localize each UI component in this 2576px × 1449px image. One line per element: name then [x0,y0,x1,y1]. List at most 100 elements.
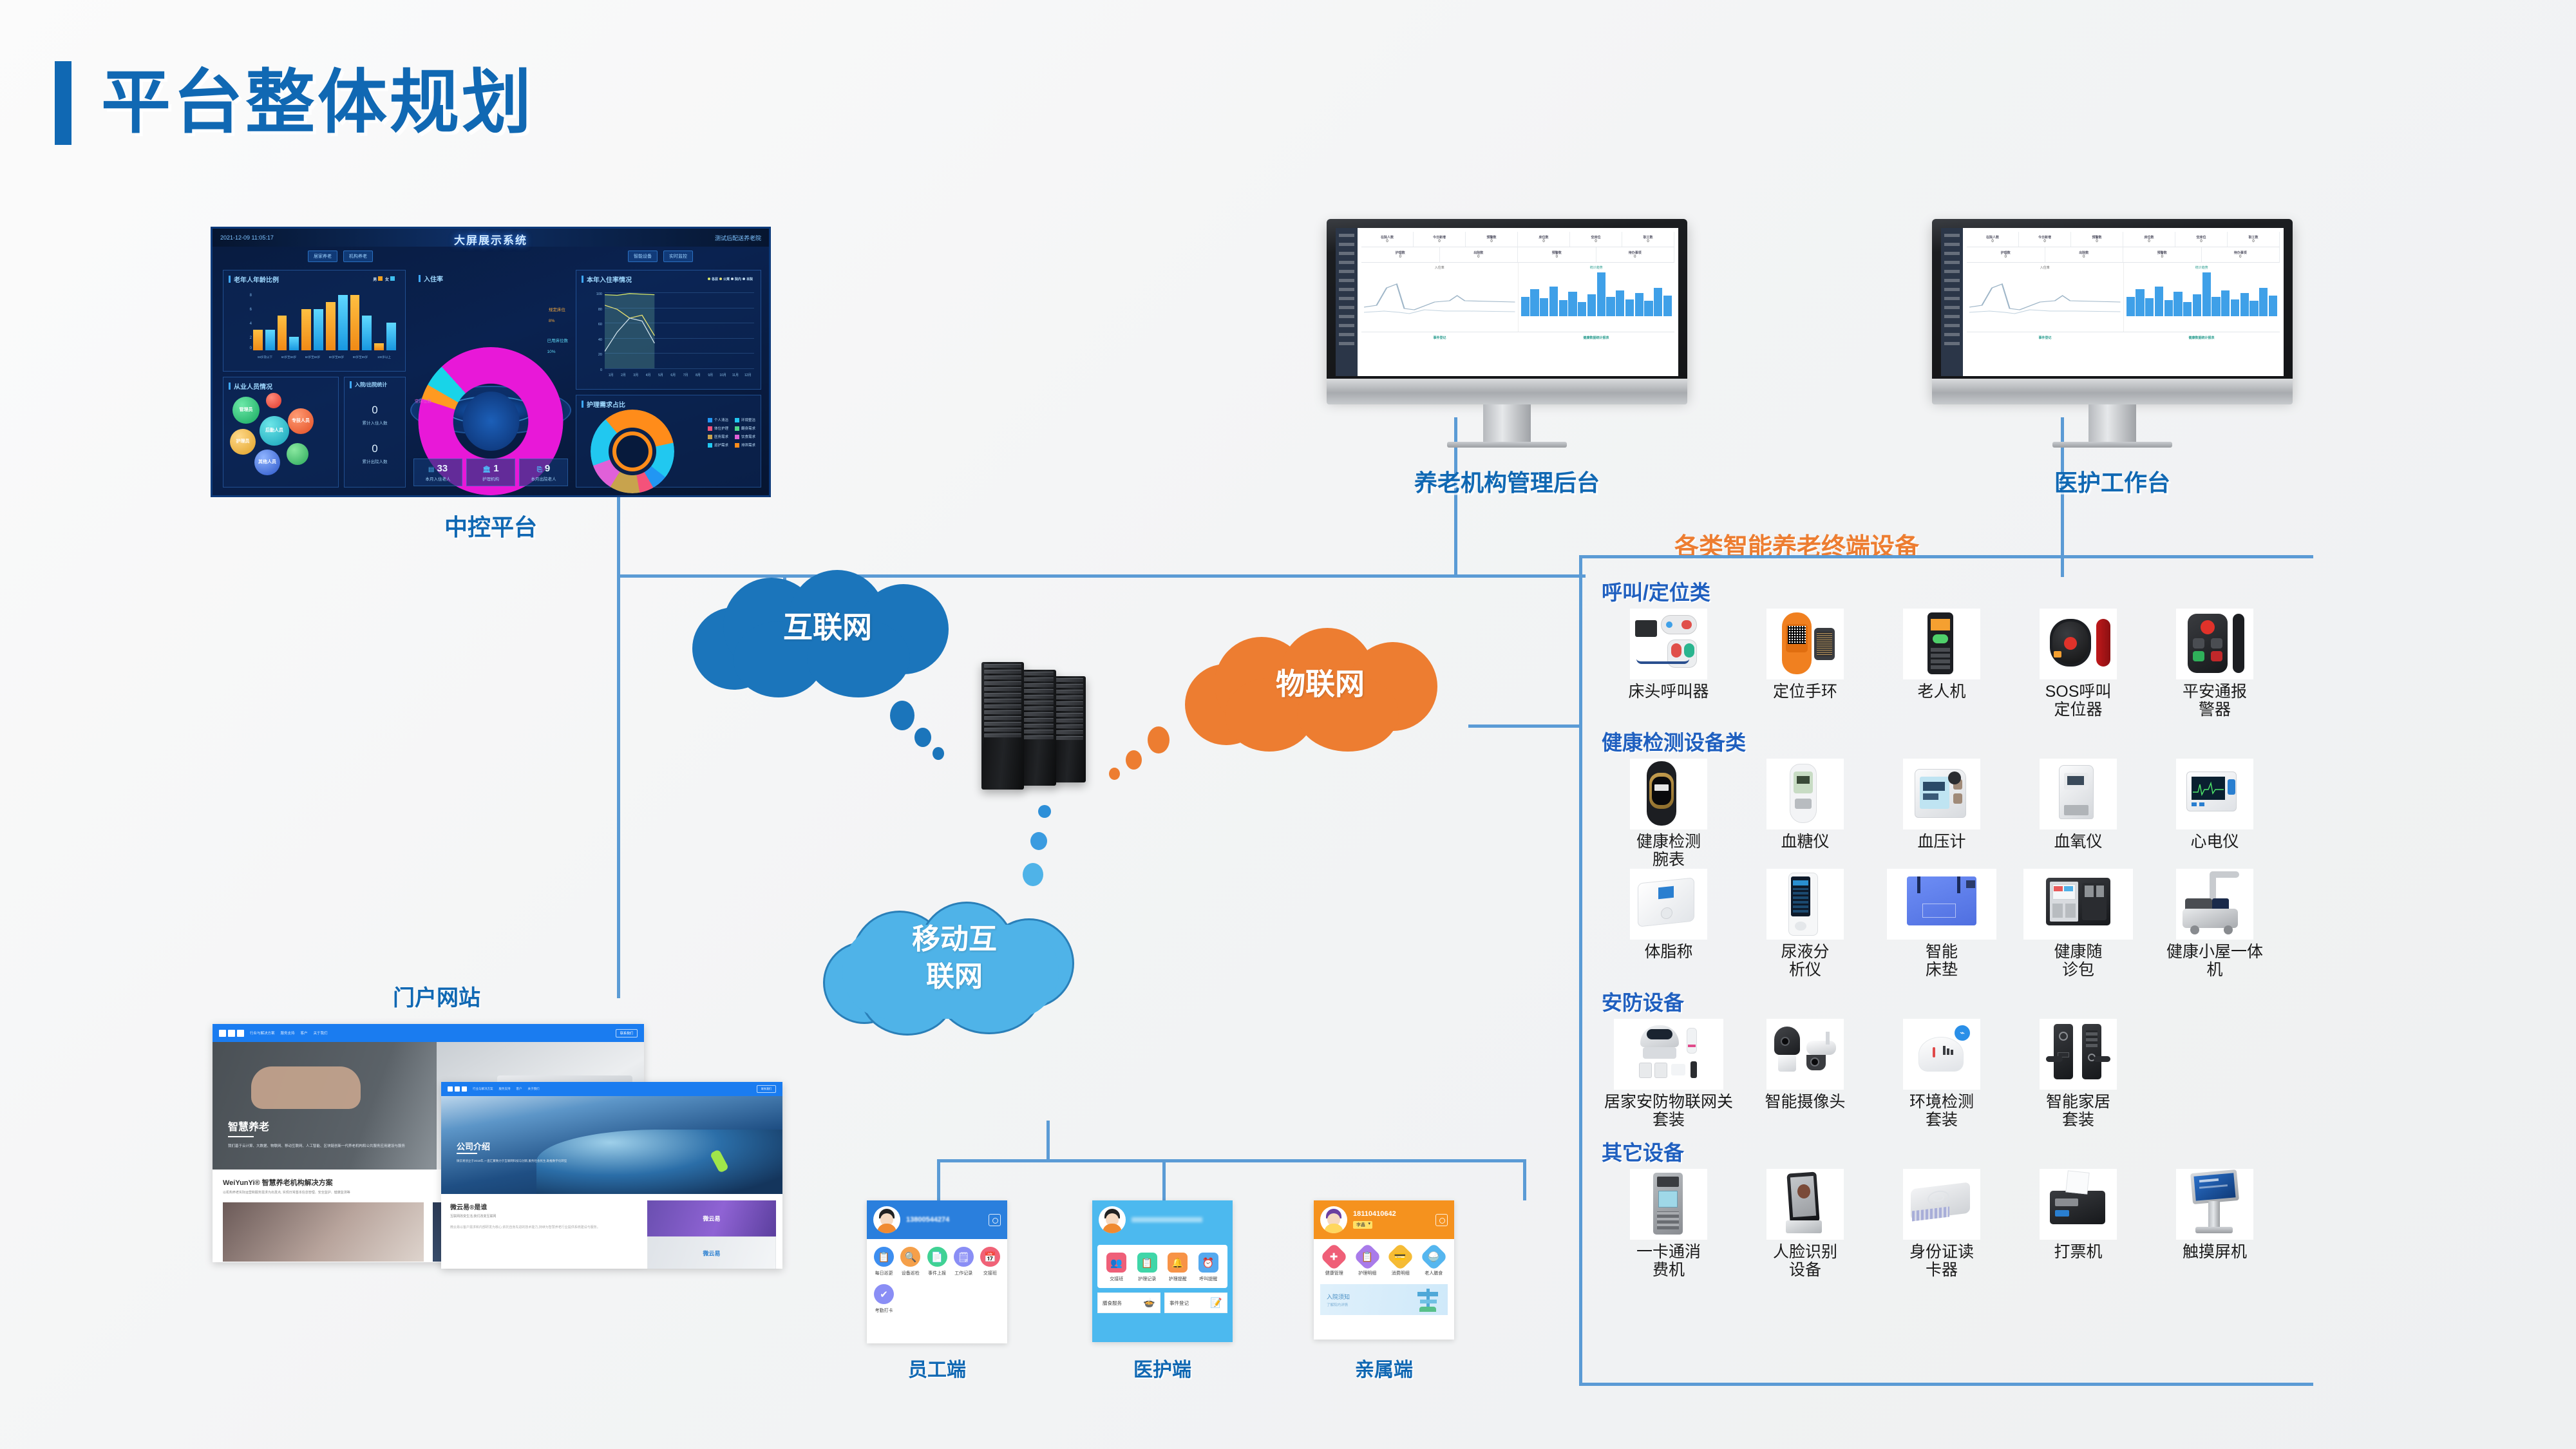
device-smart-lock[interactable]: 智能家居套装 [2010,1019,2146,1129]
dashboard-btn-institution-care[interactable]: 机构养老 [343,251,373,262]
device-home-security-gateway[interactable]: 居家安防物联网关套装 [1600,1019,1737,1129]
device-senior-phone[interactable]: 老人机 [1873,609,2010,701]
device-health-watch[interactable]: 健康检测腕表 [1600,759,1737,869]
呼叫提醒-icon[interactable]: ⏰ [1198,1253,1218,1273]
app-item-设备巡检[interactable]: 🔍设备巡检 [897,1247,923,1276]
app-banner[interactable]: 入院须知 了解院内详情 [1320,1284,1448,1315]
device-ticket-printer[interactable]: 打票机 [2010,1169,2146,1261]
每日巡更-icon[interactable]: 📋 [874,1247,895,1267]
app-caption-employee: 员工端 [908,1359,966,1381]
app-elder-selector[interactable]: 李鑫 [1353,1221,1372,1229]
device-health-kit[interactable]: 健康随诊包 [2010,869,2146,979]
app-card-family[interactable]: 18110410642 李鑫 ✚健康管理📋护理明细💳消费明细🍚老人膳食 入院须知… [1314,1200,1454,1340]
device-urine-analyzer[interactable]: 尿液分析仪 [1737,869,1873,979]
健康管理-icon[interactable]: ✚ [1320,1242,1349,1271]
-icon[interactable] [980,1284,1000,1304]
site-nav-link-4[interactable]: 关于我们 [527,1087,540,1090]
monitor-bar-10 [2221,290,2230,316]
device-smart-camera[interactable]: 智能摄像头 [1737,1019,1873,1111]
dashboard-btn-smart-device[interactable]: 智能设备 [628,251,658,262]
护理提醒-icon[interactable]: 🔔 [1168,1253,1188,1273]
connector-monitor-right [2061,417,2064,577]
device-locator-band[interactable]: 定位手环 [1737,609,1873,701]
site-nav-link-3[interactable]: 客户 [516,1087,522,1090]
事件上报-icon[interactable]: 📄 [927,1247,947,1267]
panel-nursing-title: 护理需求占比 [576,395,761,413]
app-item-交接班[interactable]: 📅交接班 [977,1247,1003,1276]
app-item-工作记录[interactable]: 🗒工作记录 [951,1247,977,1276]
panel-occupancy-title: 入住率 [413,270,568,287]
dashboard-btn-home-care[interactable]: 居家养老 [308,251,337,262]
site-nav-link-2[interactable]: 服务支持 [498,1087,511,1090]
dashboard-btn-live-monitor[interactable]: 实时监控 [663,251,693,262]
app-card-employee[interactable]: 13800544274 📋每日巡更🔍设备巡检📄事件上报🗒工作记录📅交接班 ✔考勤… [867,1200,1007,1343]
-icon[interactable] [954,1284,974,1304]
app-item-事件上报[interactable]: 📄事件上报 [923,1247,950,1276]
app-item-老人膳食[interactable]: 🍚老人膳食 [1417,1242,1451,1276]
app-item-[interactable] [977,1284,1003,1314]
app-item-[interactable] [897,1284,923,1314]
app-item-护理记录[interactable]: 📋护理记录 [1132,1253,1163,1282]
app-icon-grid-row1: 📋每日巡更🔍设备巡检📄事件上报🗒工作记录📅交接班 [867,1239,1007,1279]
device-bp-monitor[interactable]: 血压计 [1873,759,2010,851]
app-item-健康管理[interactable]: ✚健康管理 [1318,1242,1351,1276]
device-env-sensor[interactable]: ⌁环境检测套装 [1873,1019,2010,1129]
app-item-护理提醒[interactable]: 🔔护理提醒 [1162,1253,1193,1282]
app-item-交接班[interactable]: 👥交接班 [1101,1253,1132,1282]
device-alarm-remote[interactable]: 平安通报警器 [2146,609,2283,719]
age-ratio-legend: 男 女 [373,276,396,282]
device-face-recognition[interactable]: 人脸识别设备 [1737,1169,1873,1279]
central-control-dashboard[interactable]: 2021-12-09 11:05:17 测试后配送养老院 大屏展示系统 居家养老… [211,227,771,497]
护理明细-icon[interactable]: 📋 [1353,1242,1382,1271]
-icon[interactable] [900,1284,920,1304]
考勤打卡-icon[interactable]: ✔ [874,1284,895,1304]
device-glucometer[interactable]: 血糖仪 [1737,759,1873,851]
消费明细-icon[interactable]: 💳 [1386,1242,1415,1271]
site-contact-button[interactable]: 联系我们 [757,1085,776,1093]
dashboard-account: 测试后配送养老院 [714,234,761,242]
app-item-消费明细[interactable]: 💳消费明细 [1384,1242,1417,1276]
device-smart-mattress[interactable]: 智能床垫 [1873,869,2010,979]
app-item-呼叫提醒[interactable]: ⏰呼叫提醒 [1193,1253,1224,1282]
-icon[interactable] [927,1284,947,1304]
老人膳食-icon[interactable]: 🍚 [1419,1242,1448,1271]
device-health-kiosk[interactable]: 健康小屋一体机 [2146,869,2283,979]
device-id-reader[interactable]: 身份证读卡器 [1873,1169,2010,1279]
交接班-icon[interactable]: 👥 [1106,1253,1127,1273]
monitor-bar-7 [2192,294,2201,316]
site-nav-link-4[interactable]: 关于我们 [313,1032,328,1036]
app-item-每日巡更[interactable]: 📋每日巡更 [871,1247,897,1276]
app-item-[interactable] [951,1284,977,1314]
app-item-考勤打卡[interactable]: ✔考勤打卡 [871,1284,897,1314]
site-nav-link-1[interactable]: 行业与解决方案 [250,1032,275,1036]
护理记录-icon[interactable]: 📋 [1137,1253,1157,1273]
site-nav-link-3[interactable]: 客户 [300,1032,308,1036]
设备巡检-icon[interactable]: 🔍 [900,1247,921,1267]
iot-bubble-3 [1109,768,1120,780]
app-wide-膳食服务[interactable]: 膳食服务🍲 [1097,1293,1160,1313]
avatar [873,1206,900,1233]
internet-bubble-2 [914,728,931,747]
monitor-bar-5 [2174,292,2183,316]
site-nav-link-2[interactable]: 服务支持 [280,1032,295,1036]
device-bedside-caller[interactable]: 床头呼叫器 [1600,609,1737,701]
app-item-护理明细[interactable]: 📋护理明细 [1351,1242,1385,1276]
device-sos-locator[interactable]: SOS呼叫定位器 [2010,609,2146,719]
app-wide-事件登记[interactable]: 事件登记📝 [1164,1293,1227,1313]
settings-icon[interactable] [989,1213,1001,1226]
device-oximeter[interactable]: 血氧仪 [2010,759,2146,851]
app-card-medical[interactable]: 👥交接班📋护理记录🔔护理提醒⏰呼叫提醒 膳食服务🍲事件登记📝 [1092,1200,1233,1342]
device-card-pos[interactable]: 一卡通消费机 [1600,1169,1737,1279]
device-touch-kiosk[interactable]: 触摸屏机 [2146,1169,2283,1261]
site-nav-link-1[interactable]: 行业与解决方案 [473,1087,493,1090]
settings-icon[interactable] [1435,1213,1448,1226]
site-contact-button[interactable]: 联系我们 [615,1028,638,1037]
device-body-scale[interactable]: 体脂称 [1600,869,1737,961]
交接班-icon[interactable]: 📅 [980,1247,1000,1267]
app-item-[interactable] [923,1284,950,1314]
portal-site-2[interactable]: 行业与解决方案 服务支持 客户 关于我们 联系我们 公司介绍 微云易创立于201… [441,1082,782,1269]
工作记录-icon[interactable]: 🗒 [953,1247,974,1267]
device-ecg[interactable]: 心电仪 [2146,759,2283,851]
